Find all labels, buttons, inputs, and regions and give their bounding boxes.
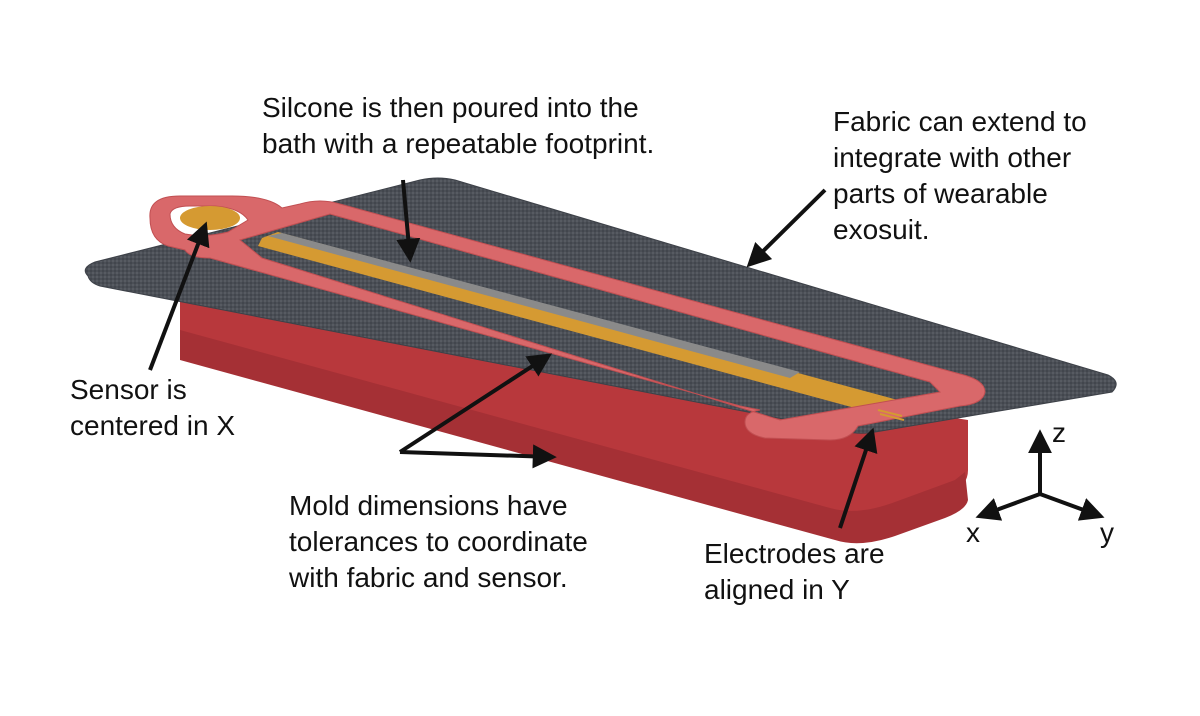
label-electrodes: Electrodes are aligned in Y [704,536,885,608]
label-electrodes-line-1: Electrodes are [704,538,885,569]
fabric-sheet [84,177,1117,434]
axis-z-label: z [1052,417,1066,448]
sensor-strip-core [268,233,800,378]
axis-x-label: x [966,517,980,548]
label-mold-line-3: with fabric and sensor. [289,562,568,593]
electrode-1 [877,409,903,417]
arrow-silicone [396,179,421,263]
arrow-electrodes [838,427,878,529]
label-electrodes-line-2: aligned in Y [704,574,850,605]
mold-body-front [180,330,968,544]
label-silicone: Silcone is then poured into the bath wit… [262,90,654,162]
label-fabric-line-4: exosuit. [833,214,930,245]
sensor-strip-gold [258,232,912,418]
mold-body-side [180,300,968,523]
label-fabric-line-3: parts of wearable [833,178,1048,209]
label-mold-line-2: tolerances to coordinate [289,526,588,557]
label-mold-line-1: Mold dimensions have [289,490,568,521]
label-fabric-line-1: Fabric can extend to [833,106,1087,137]
label-silicone-line-2: bath with a repeatable footprint. [262,128,655,159]
sensor-end-pad [180,206,240,230]
label-sensor: Sensor is centered in X [70,372,235,444]
label-mold: Mold dimensions have tolerances to coord… [289,488,588,596]
label-sensor-line-1: Sensor is [70,374,187,405]
arrow-mold-body [399,444,557,469]
label-fabric-line-2: integrate with other [833,142,1072,173]
arrow-fabric [746,188,827,268]
label-fabric: Fabric can extend to integrate with othe… [833,104,1087,248]
label-sensor-line-2: centered in X [70,410,235,441]
axis-x-arrow [975,492,1041,521]
arrow-mold-frame [398,353,553,454]
electrode-2 [879,413,905,421]
axis-y-label: y [1100,517,1114,548]
arrow-sensor [148,221,210,371]
label-silicone-line-1: Silcone is then poured into the [262,92,639,123]
axis-y-arrow [1039,492,1105,521]
